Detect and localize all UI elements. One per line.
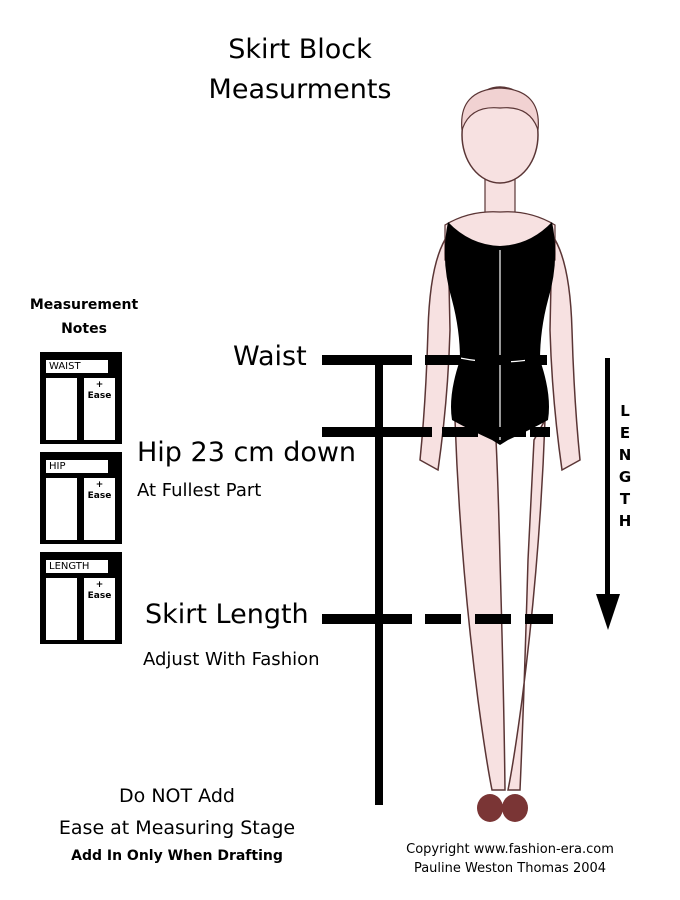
skirt-length-line-dash-3 [525,614,553,624]
length-letter: H [618,512,632,530]
waist-ease-text: + Ease [84,380,115,402]
hip-label: Hip 23 cm down [137,437,357,468]
hip-line-dash-1 [442,427,478,437]
title-line-2: Measurments [208,74,392,105]
left-shoe [477,794,503,822]
skirt-length-line [322,614,553,624]
right-leg [507,419,546,791]
measure-vertical-line [375,362,383,805]
length-letter: N [618,446,632,464]
waist-label: Waist [233,341,307,372]
length-ease-label: Ease [87,591,112,601]
right-arm [549,232,581,472]
waist-line-dash-3 [525,355,547,365]
length-arrow-head [596,594,620,630]
hip-sublabel: At Fullest Part [137,480,262,501]
skirt-length-line-dash-2 [475,614,511,624]
bottom-note-line-1: Do NOT Add [119,785,235,807]
waist-line-dash-1 [425,355,461,365]
copyright-line-1: Copyright www.fashion-era.com [406,842,614,857]
hair [461,87,539,131]
length-note-box: LENGTH + Ease [40,552,122,644]
length-ease-text: + Ease [84,580,115,602]
skirt-length-label: Skirt Length [145,599,309,630]
skirt-length-sublabel: Adjust With Fashion [143,649,320,670]
copyright-line-2: Pauline Weston Thomas 2004 [413,861,607,876]
notes-title: Measurement Notes [14,293,154,341]
length-vertical-text: L E N G T H [615,400,635,532]
length-letter: E [619,424,631,442]
hip-ease-text: + Ease [84,480,115,502]
length-letter: L [620,402,630,420]
page-title: Skirt Block Measurments [150,30,450,110]
length-ease-cell [84,578,115,640]
notes-title-line-1: Measurement [29,297,139,313]
bottom-note-line-2: Ease at Measuring Stage [58,817,296,839]
length-letter: T [619,490,631,508]
length-note-cell [46,578,77,640]
waist-ease-plus: + [95,380,104,390]
hip-line [322,427,550,437]
waist-line [322,355,547,365]
hip-ease-cell [84,478,115,540]
head [461,86,539,184]
waist-line-solid [322,355,412,365]
length-arrow [596,358,620,630]
hip-note-cell [46,478,77,540]
title-line-1: Skirt Block [228,34,372,65]
length-note-label: LENGTH [46,560,108,573]
bottom-note-line-3: Add In Only When Drafting [71,848,283,864]
hip-line-dash-2 [490,427,526,437]
notes-title-line-2: Notes [61,321,107,337]
left-arm [419,232,451,472]
waist-line-dash-2 [475,355,511,365]
waist-ease-cell [84,378,115,440]
hip-note-label: HIP [46,460,108,473]
figure-illustration [419,86,581,822]
waist-note-label: WAIST [46,360,108,373]
copyright: Copyright www.fashion-era.com Pauline We… [380,840,640,878]
hip-line-solid [322,427,432,437]
waist-note-box: WAIST + Ease [40,352,122,444]
length-letter: G [618,468,632,486]
hip-note-box: HIP + Ease [40,452,122,544]
hip-line-dash-3 [530,427,550,437]
length-ease-plus: + [95,580,104,590]
skirt-length-line-dash-1 [425,614,461,624]
skirt-length-line-solid [322,614,412,624]
waist-note-cell [46,378,77,440]
waist-ease-label: Ease [87,391,112,401]
length-arrow-shaft [605,358,610,598]
hip-ease-label: Ease [87,491,112,501]
hip-ease-plus: + [95,480,104,490]
left-leg [454,418,506,791]
right-shoe [502,794,528,822]
